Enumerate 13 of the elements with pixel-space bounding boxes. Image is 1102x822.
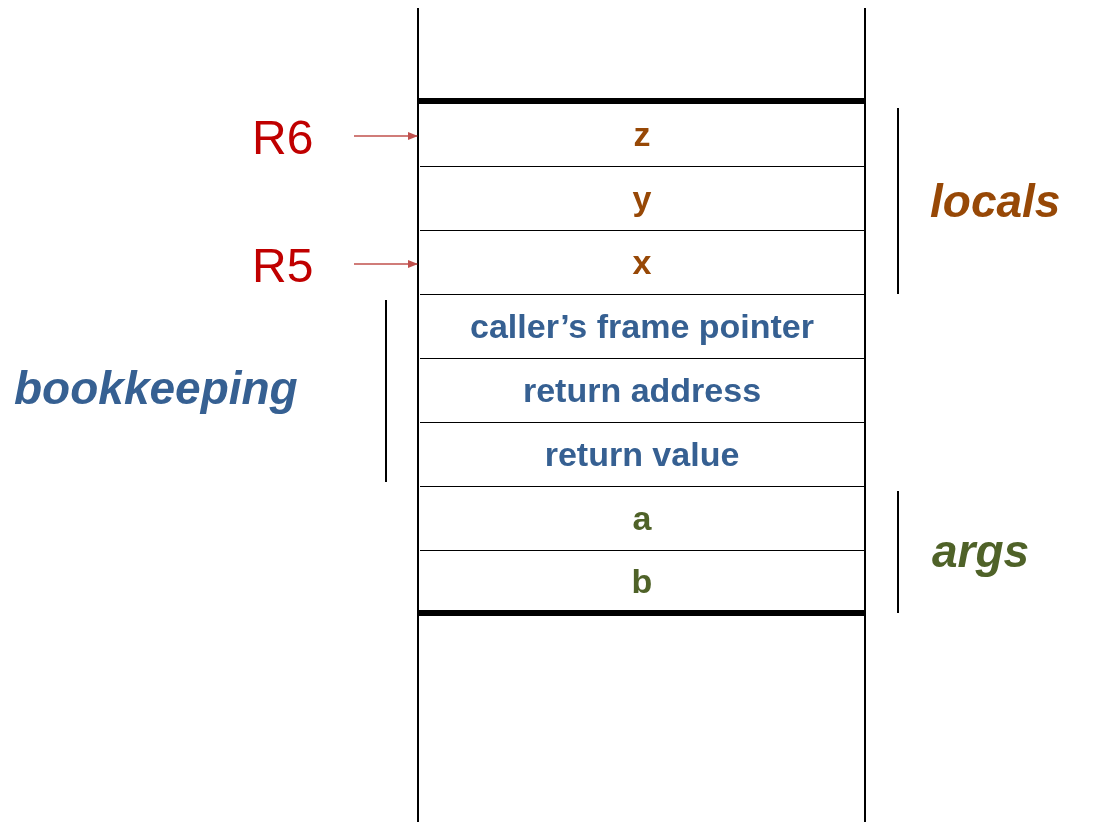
arrow	[353, 260, 418, 268]
arrow	[353, 132, 418, 140]
cell-label: x	[632, 243, 652, 282]
cell-label: b	[631, 562, 653, 601]
group-label: locals	[930, 178, 1061, 224]
cell-label: caller’s frame pointer	[470, 307, 814, 346]
register-label: R5	[252, 242, 314, 290]
cell-label: z	[633, 115, 651, 154]
register-label: R6	[252, 114, 314, 162]
cell-label: return value	[544, 435, 740, 474]
cell-label: return address	[522, 371, 762, 410]
cell-label: a	[632, 499, 652, 538]
cell-label: y	[632, 179, 652, 218]
